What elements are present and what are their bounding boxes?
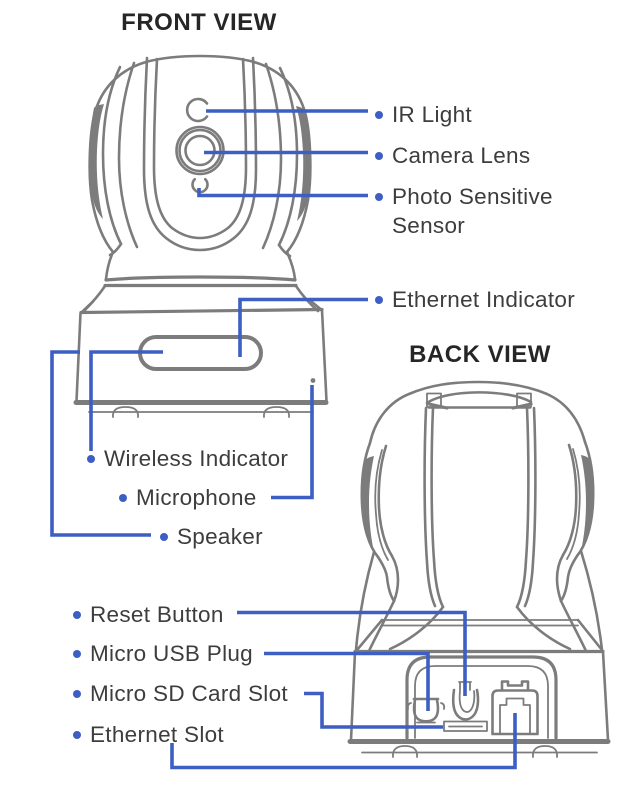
callout-label: Micro SD Card Slot bbox=[90, 681, 288, 706]
bullet-icon bbox=[73, 649, 81, 658]
back-left-ear-shade bbox=[361, 456, 374, 552]
microphone-hole-drawing bbox=[310, 378, 316, 383]
bullet-icon bbox=[375, 151, 383, 160]
callout-micro-usb-plug: Micro USB Plug bbox=[73, 639, 253, 668]
bullet-icon bbox=[375, 110, 383, 119]
callout-label: Photo Sensitive Sensor bbox=[392, 184, 553, 238]
ethernet-indicator-leader-line bbox=[238, 297, 368, 357]
callout-ethernet-indicator: Ethernet Indicator bbox=[375, 285, 575, 314]
wireless-indicator-leader-line bbox=[89, 350, 163, 451]
callout-label: Microphone bbox=[136, 485, 257, 510]
front-right-ear-shade bbox=[296, 106, 311, 221]
callout-speaker: Speaker bbox=[160, 522, 263, 551]
camera-lens-drawing bbox=[175, 125, 225, 176]
bullet-icon bbox=[73, 610, 81, 619]
reset-button-leader-line bbox=[237, 610, 467, 696]
callout-label: Ethernet Slot bbox=[90, 722, 224, 747]
callout-reset-button: Reset Button bbox=[73, 600, 224, 629]
micro-usb-leader-line bbox=[264, 651, 430, 711]
callout-label: Camera Lens bbox=[392, 143, 531, 168]
leader-lines bbox=[50, 109, 517, 770]
callout-label: Wireless Indicator bbox=[104, 446, 289, 471]
callout-microphone: Microphone bbox=[119, 483, 257, 512]
micro-sd-leader-line bbox=[304, 691, 443, 729]
reset-button-drawing bbox=[451, 681, 480, 721]
callout-label: Reset Button bbox=[90, 602, 224, 627]
bullet-icon bbox=[375, 295, 383, 304]
bullet-icon bbox=[119, 493, 127, 502]
bullet-icon bbox=[375, 192, 383, 201]
bullet-icon bbox=[160, 532, 168, 541]
callout-ir-light: IR Light bbox=[375, 100, 472, 129]
bullet-icon bbox=[73, 689, 81, 698]
ethernet-slot-leader-line bbox=[170, 713, 517, 770]
callout-wireless-indicator: Wireless Indicator bbox=[87, 444, 288, 473]
callout-label: Speaker bbox=[177, 524, 263, 549]
microphone-leader-line bbox=[271, 385, 314, 500]
micro-sd-slot-drawing bbox=[443, 720, 488, 732]
micro-usb-port-drawing bbox=[406, 697, 446, 724]
front-left-ear-shade bbox=[89, 104, 104, 219]
ethernet-port-drawing bbox=[491, 680, 539, 736]
back-camera-drawing bbox=[347, 380, 611, 758]
front-view-title: FRONT VIEW bbox=[121, 9, 277, 36]
callout-label: IR Light bbox=[392, 102, 472, 127]
callout-label: Ethernet Indicator bbox=[392, 287, 576, 312]
callout-label: Micro USB Plug bbox=[90, 641, 253, 666]
bullet-icon bbox=[87, 454, 95, 463]
photo-sensor-leader-line bbox=[197, 188, 368, 198]
callout-micro-sd-card-slot: Micro SD Card Slot bbox=[73, 679, 288, 708]
callout-camera-lens: Camera Lens bbox=[375, 141, 530, 170]
bullet-icon bbox=[73, 730, 81, 739]
callout-ethernet-slot: Ethernet Slot bbox=[73, 720, 224, 749]
ir-light-drawing bbox=[185, 97, 209, 123]
front-camera-drawing bbox=[73, 54, 329, 418]
callout-photo-sensitive-sensor: Photo Sensitive Sensor bbox=[375, 182, 560, 240]
back-view-title: BACK VIEW bbox=[409, 341, 551, 368]
speaker-leader-line bbox=[50, 350, 151, 537]
back-right-ear-shade bbox=[581, 455, 594, 551]
